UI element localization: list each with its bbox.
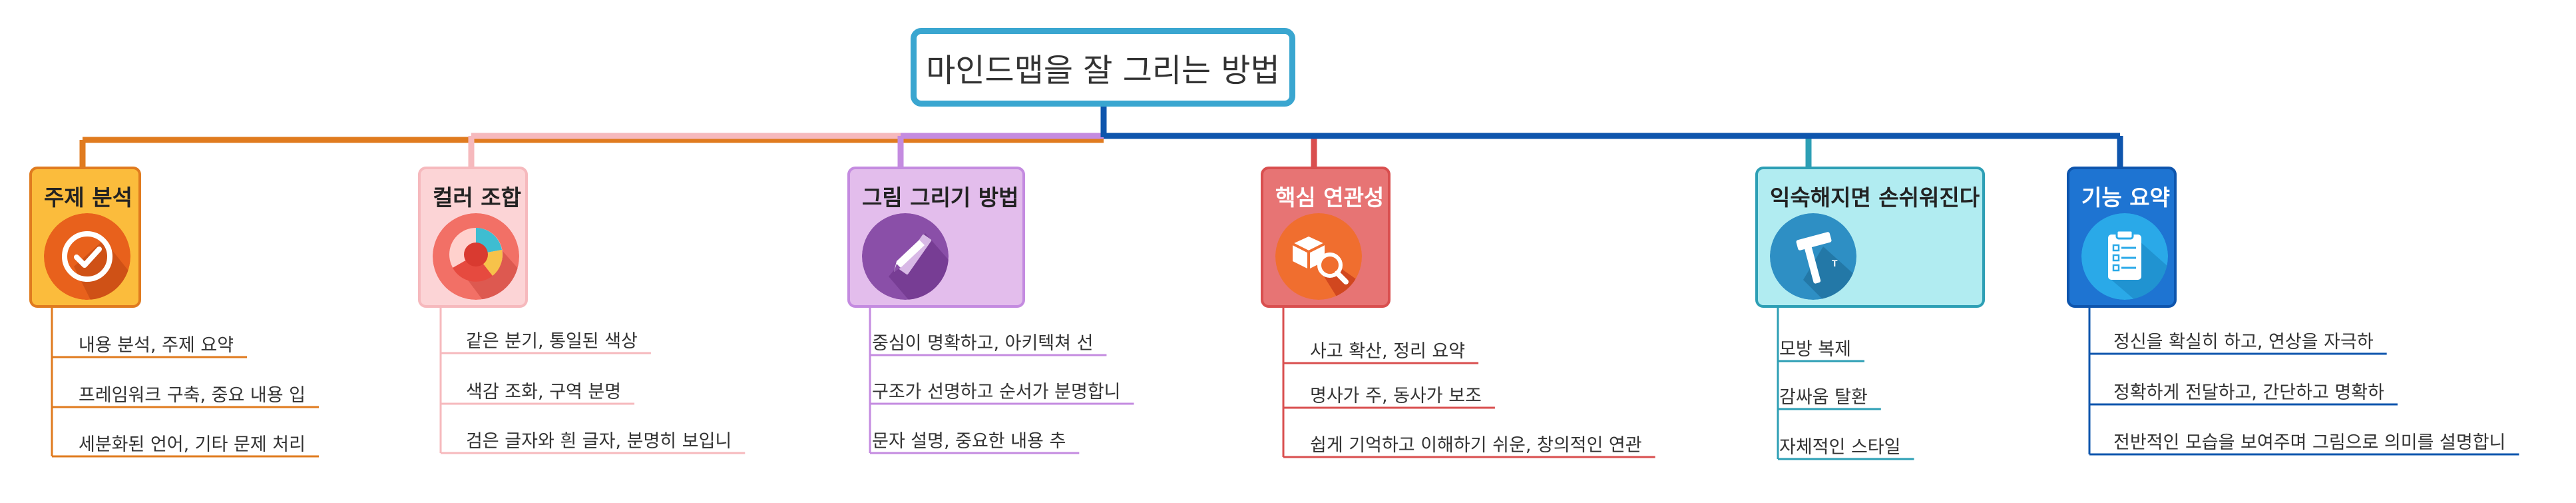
leaf-topic[interactable]: 같은 분기, 통일된 색상 — [466, 331, 638, 352]
branch-title: 익숙해지면 손쉬워진다 — [1770, 185, 1980, 211]
leaf-topic[interactable]: 구조가 선명하고 순서가 분명합니 — [872, 382, 1121, 402]
branch-card-drawing-method[interactable]: 그림 그리기 방법 — [847, 167, 1025, 308]
root-title: 마인드맵을 잘 그리는 방법 — [926, 52, 1280, 89]
branch-card-function-summary[interactable]: 기능 요약 — [2067, 167, 2177, 308]
leaf-topic[interactable]: 중심이 명확하고, 아키텍쳐 선 — [872, 333, 1094, 354]
leaf-topic[interactable]: 명사가 주, 동사가 보조 — [1310, 386, 1482, 406]
branch-title: 기능 요약 — [2081, 185, 2170, 211]
branch-card-key-relevance[interactable]: 핵심 연관성 — [1261, 167, 1391, 308]
leaf-topic[interactable]: 정확하게 전달하고, 간단하고 명확하 — [2113, 382, 2384, 403]
leaf-topic[interactable]: 쉽게 기억하고 이해하기 쉬운, 창의적인 연관 — [1310, 435, 1642, 456]
branch-card-get-familiar[interactable]: 익숙해지면 손쉬워진다 T — [1755, 167, 1985, 308]
branch-card-topic-analysis[interactable]: 주제 분석 — [29, 167, 141, 308]
leaf-topic[interactable]: 사고 확산, 정리 요약 — [1310, 341, 1466, 362]
leaf-topic[interactable]: 색감 조화, 구역 분명 — [466, 382, 622, 402]
leaf-topic[interactable]: 내용 분석, 주제 요약 — [79, 335, 234, 356]
branch-title: 주제 분석 — [44, 185, 132, 211]
leaf-topic[interactable]: 프레임워크 구축, 중요 내용 입 — [79, 385, 306, 406]
branch-title: 그림 그리기 방법 — [862, 185, 1019, 211]
hammer-icon: T — [1770, 213, 1856, 300]
root-topic[interactable]: 마인드맵을 잘 그리는 방법 — [911, 28, 1295, 107]
leaf-topic[interactable]: 문자 설명, 중요한 내용 추 — [872, 431, 1066, 452]
branch-title: 핵심 연관성 — [1275, 185, 1385, 211]
leaf-topic[interactable]: 정신을 확실히 하고, 연상을 자극하 — [2113, 332, 2374, 352]
leaf-topic[interactable]: 검은 글자와 흰 글자, 분명히 보입니 — [466, 431, 732, 452]
svg-text:T: T — [1832, 258, 1838, 268]
palette-icon — [433, 213, 519, 300]
clipboard-icon — [2081, 213, 2168, 300]
branch-title: 컬러 조합 — [433, 185, 521, 211]
pencil-ruler-icon — [862, 213, 949, 300]
cube-search-icon — [1275, 213, 1362, 300]
leaf-topic[interactable]: 세분화된 언어, 기타 문제 처리 — [79, 434, 306, 455]
leaf-topic[interactable]: 모방 복제 — [1779, 339, 1851, 360]
branch-card-color-combination[interactable]: 컬러 조합 — [418, 167, 528, 308]
leaf-topic[interactable]: 자체적인 스타일 — [1779, 437, 1901, 458]
leaf-topic[interactable]: 감싸움 탈환 — [1779, 387, 1868, 408]
leaf-topic[interactable]: 전반적인 모습을 보여주며 그림으로 의미를 설명합니 — [2113, 432, 2506, 453]
check-icon — [44, 213, 130, 300]
